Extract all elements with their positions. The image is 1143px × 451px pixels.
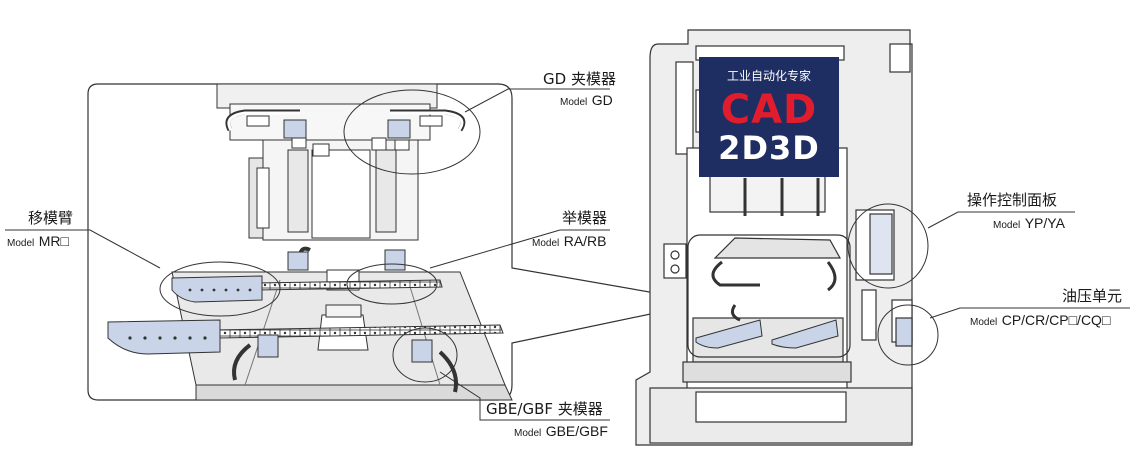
cad-2d3d-logo: 工业自动化专家 CAD 2D3D	[699, 57, 839, 177]
ra-name: 举模器	[562, 209, 608, 227]
detail-callout-ellipses	[159, 89, 481, 383]
label-ra-title: 举模器	[562, 211, 607, 227]
ra-model-prefix: Model	[532, 238, 560, 249]
label-mr-model: Model MR□	[7, 234, 69, 250]
label-cp-model: Model CP/CR/CP□/CQ□	[970, 313, 1110, 329]
mr-model-value: MR□	[38, 233, 69, 249]
mr-name: 移模臂	[28, 209, 74, 227]
detail-arm-holes	[128, 288, 252, 340]
detail-mr-arms	[107, 275, 263, 355]
machine-zoom-frame	[687, 234, 851, 358]
label-gbe-title: GBE/GBF 夹模器	[486, 402, 603, 418]
gbe-name: GBE/GBF 夹模器	[486, 400, 603, 418]
cp-model-prefix: Model	[970, 317, 998, 328]
logo-tagline: 工业自动化专家	[726, 69, 811, 83]
label-yp-model: Model YP/YA	[993, 216, 1065, 232]
label-gd-title: GD 夹模器	[543, 72, 616, 88]
label-yp-title: 操作控制面板	[967, 193, 1057, 209]
label-cp-title: 油压单元	[1062, 289, 1122, 305]
label-mr-title: 移模臂	[28, 211, 73, 227]
cp-model-value: CP/CR/CP□/CQ□	[1001, 312, 1111, 328]
logo-cad-text: CAD	[720, 87, 818, 133]
gd-name: GD 夹模器	[543, 70, 616, 88]
callout-lines	[5, 88, 1130, 421]
label-ra-model: Model RA/RB	[532, 234, 607, 250]
label-gd-model: Model GD	[560, 93, 613, 109]
yp-model-value: YP/YA	[1024, 215, 1065, 231]
detail-lower-clamps	[232, 246, 458, 393]
ra-model-value: RA/RB	[563, 233, 607, 249]
machine-cables	[711, 260, 837, 322]
cp-name: 油压单元	[1062, 287, 1123, 305]
machine-mr-arms	[695, 319, 839, 349]
gd-model-prefix: Model	[560, 97, 588, 108]
gbe-model-value: GBE/GBF	[545, 423, 608, 439]
yp-name: 操作控制面板	[967, 191, 1058, 209]
machine-callout-ellipses	[847, 203, 939, 366]
detail-gd-clamps	[225, 109, 466, 157]
gbe-model-prefix: Model	[514, 428, 542, 439]
yp-model-prefix: Model	[993, 220, 1021, 231]
label-gbe-model: Model GBE/GBF	[514, 424, 608, 440]
mr-model-prefix: Model	[7, 238, 35, 249]
gd-model-value: GD	[591, 92, 613, 108]
logo-2d3d-text: 2D3D	[718, 129, 820, 167]
